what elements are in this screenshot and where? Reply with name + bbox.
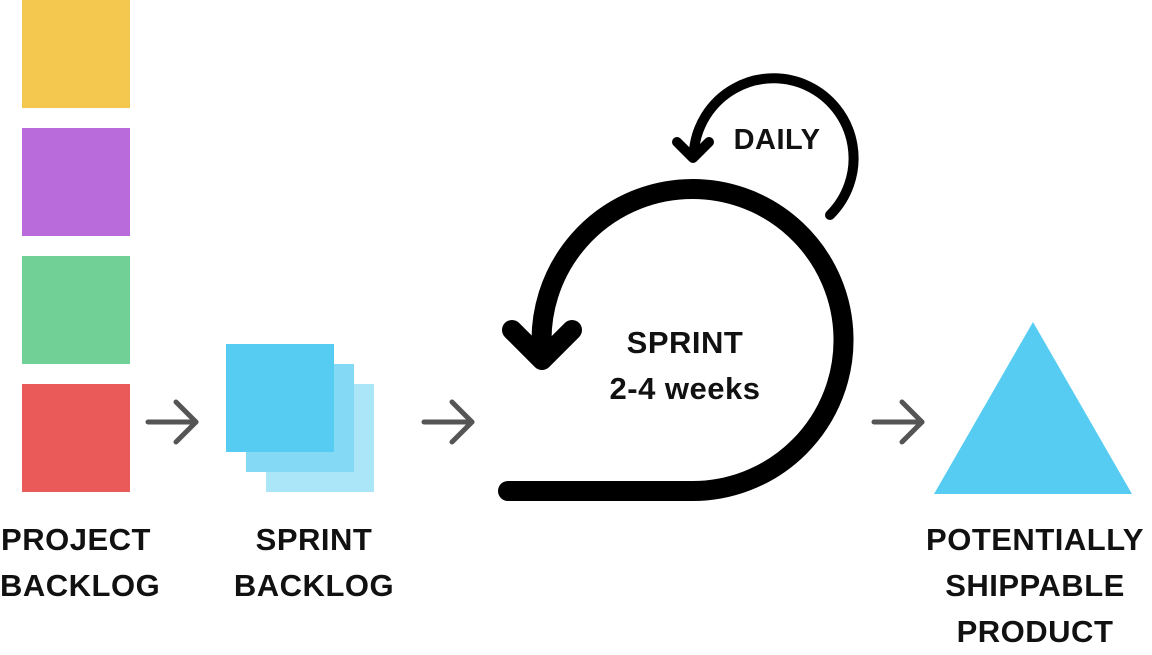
sprint-backlog-label-line2: BACKLOG bbox=[233, 568, 395, 603]
sprint-label-title: SPRINT bbox=[626, 325, 744, 360]
backlog-item-purple bbox=[22, 128, 130, 236]
sprint-loop-curve bbox=[498, 179, 854, 502]
backlog-item-yellow bbox=[22, 0, 130, 108]
project-backlog-label: PROJECT BACKLOG bbox=[0, 517, 161, 609]
right-arrow-icon bbox=[421, 399, 475, 445]
sprint-backlog-card-front bbox=[226, 344, 334, 452]
sprint-duration-label: 2-4 weeks bbox=[609, 371, 761, 406]
right-arrow-icon bbox=[871, 399, 925, 445]
product-label-line2: SHIPPABLE bbox=[945, 568, 1125, 603]
backlog-item-green bbox=[22, 256, 130, 364]
daily-loop-curve bbox=[689, 73, 859, 220]
project-backlog-label-line2: BACKLOG bbox=[0, 568, 161, 603]
product-label: POTENTIALLY SHIPPABLE PRODUCT bbox=[922, 517, 1148, 655]
product-label-line1: POTENTIALLY bbox=[926, 522, 1144, 557]
sprint-label: SPRINT 2-4 weeks bbox=[590, 320, 780, 412]
curved-arrow-icon bbox=[672, 137, 714, 163]
triangle-icon bbox=[934, 322, 1132, 494]
product-label-line3: PRODUCT bbox=[956, 614, 1114, 649]
backlog-item-red bbox=[22, 384, 130, 492]
sprint-backlog-label: SPRINT BACKLOG bbox=[232, 517, 396, 609]
right-arrow-icon bbox=[145, 399, 199, 445]
curved-arrow-icon bbox=[502, 320, 582, 370]
sprint-backlog-label-line1: SPRINT bbox=[255, 522, 373, 557]
daily-label: DAILY bbox=[733, 124, 821, 156]
project-backlog-label-line1: PROJECT bbox=[1, 522, 151, 557]
